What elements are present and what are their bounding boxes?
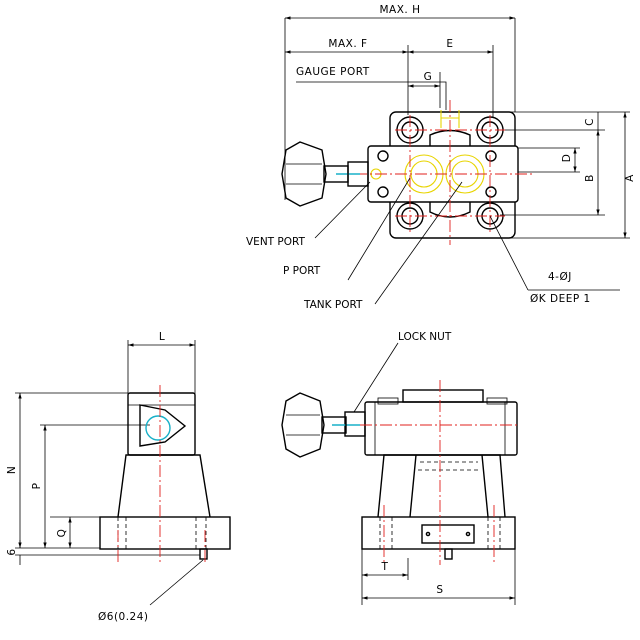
p-port-leader xyxy=(347,177,411,281)
front-body-outline xyxy=(377,454,506,518)
b-label: B xyxy=(584,174,596,182)
front-base-outline xyxy=(361,516,516,550)
adjust-knob xyxy=(281,141,327,207)
max-h-label: MAX. H xyxy=(379,4,420,16)
a-label: A xyxy=(624,174,636,182)
p-port-label: P PORT xyxy=(283,265,321,277)
bolt-depth-label: ØK DEEP 1 xyxy=(530,293,591,305)
lock-nut-leader xyxy=(353,342,399,413)
bolt-hole-leader xyxy=(489,215,529,291)
c-label: C xyxy=(584,118,596,126)
e-label: E xyxy=(446,38,453,50)
pin-dia-label: Ø6(0.24) xyxy=(98,611,149,623)
max-f-label: MAX. F xyxy=(328,38,367,50)
p-label: P xyxy=(31,483,43,490)
g-label: G xyxy=(424,71,433,83)
q-label: Q xyxy=(56,529,68,538)
side-base-outline xyxy=(99,516,231,550)
front-adjust-knob xyxy=(281,392,325,458)
side-body-outline xyxy=(117,454,211,518)
gauge-port-label: GAUGE PORT xyxy=(296,66,370,78)
bolt-holes-label: 4-ØJ xyxy=(548,271,572,283)
locating-pin xyxy=(199,548,208,560)
gauge-port-leader xyxy=(296,81,447,110)
tank-port-leader xyxy=(374,181,463,305)
front-block-outline xyxy=(364,401,518,456)
lock-nut-label: LOCK NUT xyxy=(398,331,452,343)
side-handle xyxy=(145,415,171,441)
pin-leader xyxy=(149,559,204,606)
front-top-cap xyxy=(402,389,484,403)
front-view: LOCK NUT T S xyxy=(281,331,520,605)
side-view: L N P Q 6 Ø6(0.24) xyxy=(6,331,231,623)
side-block-outline xyxy=(127,392,196,456)
n-label: N xyxy=(6,466,18,474)
top-view: MAX. H MAX. F E G GAUGE PORT VENT PORT P… xyxy=(246,4,636,311)
s-label: S xyxy=(436,584,443,596)
lock-nut xyxy=(344,411,366,437)
six-label: 6 xyxy=(6,548,18,555)
vent-port-leader xyxy=(314,181,371,239)
gauge-port-mark xyxy=(440,110,460,128)
vent-port-label: VENT PORT xyxy=(246,236,306,248)
tank-port-label: TANK PORT xyxy=(303,299,363,311)
d-label: D xyxy=(561,154,573,163)
l-label: L xyxy=(159,331,165,343)
t-label: T xyxy=(381,561,389,573)
name-plate xyxy=(421,524,475,544)
